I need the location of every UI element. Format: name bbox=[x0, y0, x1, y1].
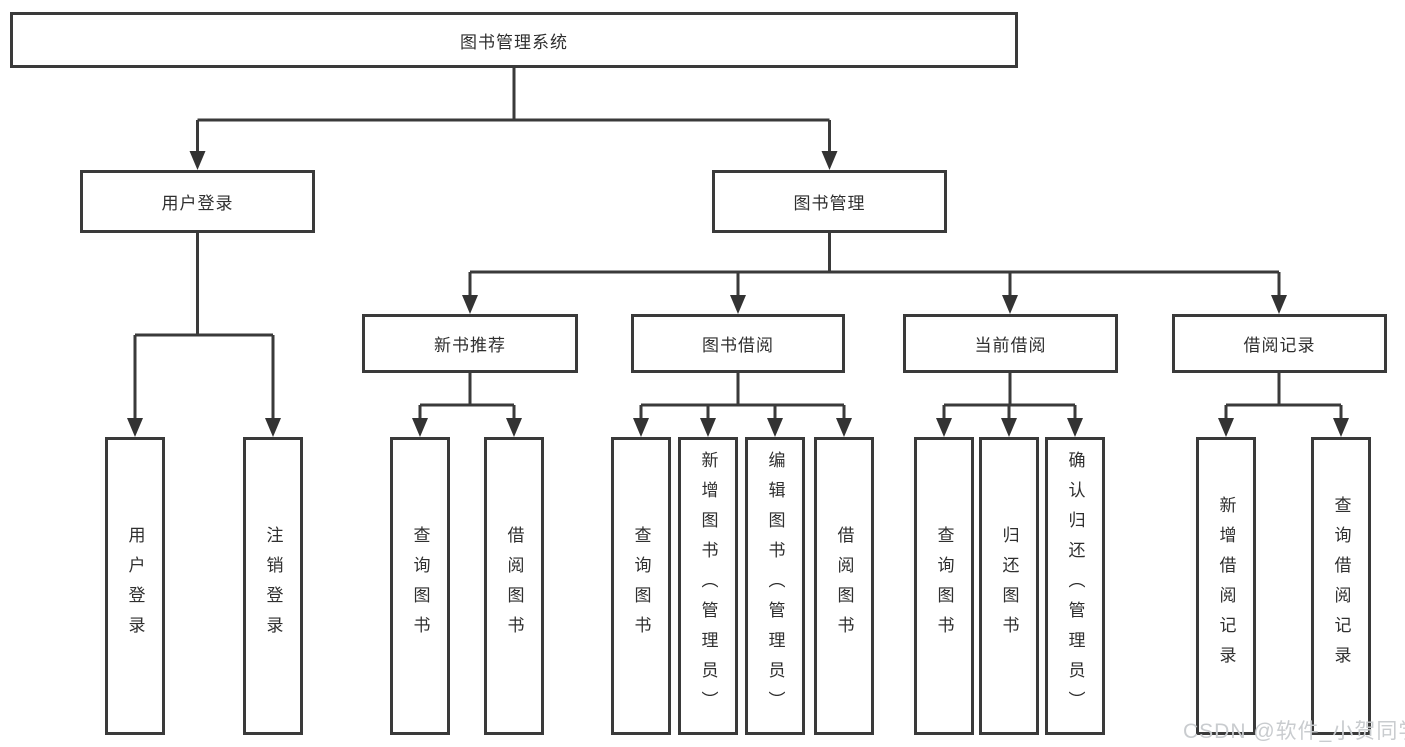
csdn-watermark: CSDN @软件_小贺同学 bbox=[1183, 720, 1405, 743]
node-label: 归还图书 bbox=[999, 526, 1019, 646]
leaf-confirm-return-admin: 确认归还（管理员） bbox=[1045, 437, 1105, 735]
node-root-system: 图书管理系统 bbox=[10, 12, 1018, 68]
node-user-login: 用户登录 bbox=[80, 170, 315, 233]
node-label: 查询图书 bbox=[410, 526, 430, 646]
node-label: 查询图书 bbox=[631, 526, 651, 646]
node-new-book-recommend: 新书推荐 bbox=[362, 314, 578, 373]
node-label: 借阅图书 bbox=[834, 526, 854, 646]
node-label: 确认归还（管理员） bbox=[1065, 451, 1085, 721]
leaf-edit-books-admin: 编辑图书（管理员） bbox=[745, 437, 805, 735]
node-label: 新增图书（管理员） bbox=[698, 451, 718, 721]
node-label: 借阅图书 bbox=[504, 526, 524, 646]
leaf-add-books-admin: 新增图书（管理员） bbox=[678, 437, 738, 735]
node-label: 编辑图书（管理员） bbox=[765, 451, 785, 721]
node-label: 注销登录 bbox=[263, 526, 283, 646]
node-label: 新增借阅记录 bbox=[1216, 496, 1236, 676]
leaf-borrow-books-2: 借阅图书 bbox=[814, 437, 874, 735]
node-label: 用户登录 bbox=[161, 194, 234, 213]
node-label: 查询借阅记录 bbox=[1331, 496, 1351, 676]
node-label: 图书管理系统 bbox=[460, 32, 568, 52]
leaf-query-books-1: 查询图书 bbox=[390, 437, 450, 735]
node-label: 图书管理 bbox=[793, 194, 866, 213]
node-book-management: 图书管理 bbox=[712, 170, 947, 233]
node-label: 图书借阅 bbox=[702, 336, 774, 355]
leaf-add-borrow-record: 新增借阅记录 bbox=[1196, 437, 1256, 735]
leaf-query-borrow-record: 查询借阅记录 bbox=[1311, 437, 1371, 735]
node-label: 查询图书 bbox=[934, 526, 954, 646]
node-label: 用户登录 bbox=[125, 526, 145, 646]
leaf-user-login: 用户登录 bbox=[105, 437, 165, 735]
leaf-return-books: 归还图书 bbox=[979, 437, 1039, 735]
node-label: 新书推荐 bbox=[434, 336, 506, 355]
node-book-borrow: 图书借阅 bbox=[631, 314, 845, 373]
node-label: 借阅记录 bbox=[1243, 336, 1316, 355]
node-label: 当前借阅 bbox=[974, 336, 1047, 355]
leaf-borrow-books-1: 借阅图书 bbox=[484, 437, 544, 735]
edge-lines bbox=[133, 68, 1343, 420]
node-borrow-records: 借阅记录 bbox=[1172, 314, 1387, 373]
node-current-borrow: 当前借阅 bbox=[903, 314, 1118, 373]
leaf-query-books-3: 查询图书 bbox=[914, 437, 974, 735]
leaf-query-books-2: 查询图书 bbox=[611, 437, 671, 735]
leaf-logout: 注销登录 bbox=[243, 437, 303, 735]
